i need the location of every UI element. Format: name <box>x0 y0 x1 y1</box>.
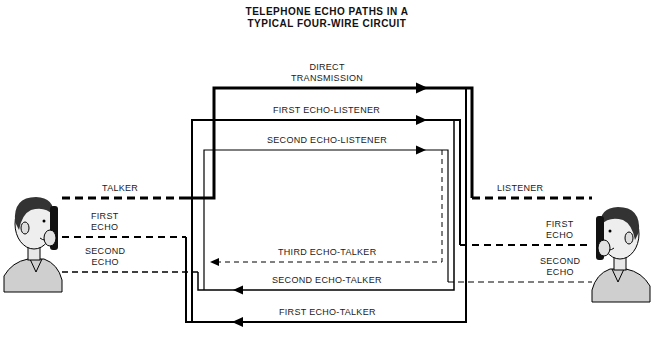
first-echo-talker-path <box>186 88 466 322</box>
second-echo-listener-path <box>204 150 448 290</box>
arrowhead <box>416 146 426 155</box>
listener-figure <box>592 207 650 302</box>
arrowhead <box>233 286 243 295</box>
path-label: FIRST ECHO <box>91 211 118 233</box>
third-echo-talker-path <box>218 150 442 262</box>
path-label: SECOND ECHO-TALKER <box>272 275 382 286</box>
talker-line <box>62 197 186 200</box>
path-label: SECOND ECHO-LISTENER <box>267 135 387 146</box>
path-label: SECOND ECHO <box>85 246 125 268</box>
path-label: FIRST ECHO-LISTENER <box>273 105 380 116</box>
second-echo-listener-line <box>448 281 592 282</box>
second-echo-talker-line <box>62 271 198 273</box>
path-label: LISTENER <box>497 183 543 194</box>
first-echo-talker-line <box>62 236 186 238</box>
second-echo-talker-path <box>198 120 454 290</box>
diagram-title: TELEPHONE ECHO PATHS IN A TYPICAL FOUR-W… <box>232 6 422 30</box>
listener-line <box>472 197 592 200</box>
first-echo-listener-path <box>192 120 460 322</box>
arrowhead <box>416 83 428 94</box>
path-label: FIRST ECHO-TALKER <box>279 307 376 318</box>
first-echo-listener-line <box>460 244 592 246</box>
arrowhead <box>232 317 243 327</box>
path-label: THIRD ECHO-TALKER <box>278 247 376 258</box>
arrowhead <box>210 258 219 266</box>
path-label: DIRECT TRANSMISSION <box>291 62 363 84</box>
path-label: SECOND ECHO <box>540 256 580 278</box>
direct-path <box>186 88 472 198</box>
talker-figure <box>4 197 62 292</box>
path-label: FIRST ECHO <box>546 219 573 241</box>
path-label: TALKER <box>102 183 138 194</box>
arrowhead <box>416 115 427 125</box>
